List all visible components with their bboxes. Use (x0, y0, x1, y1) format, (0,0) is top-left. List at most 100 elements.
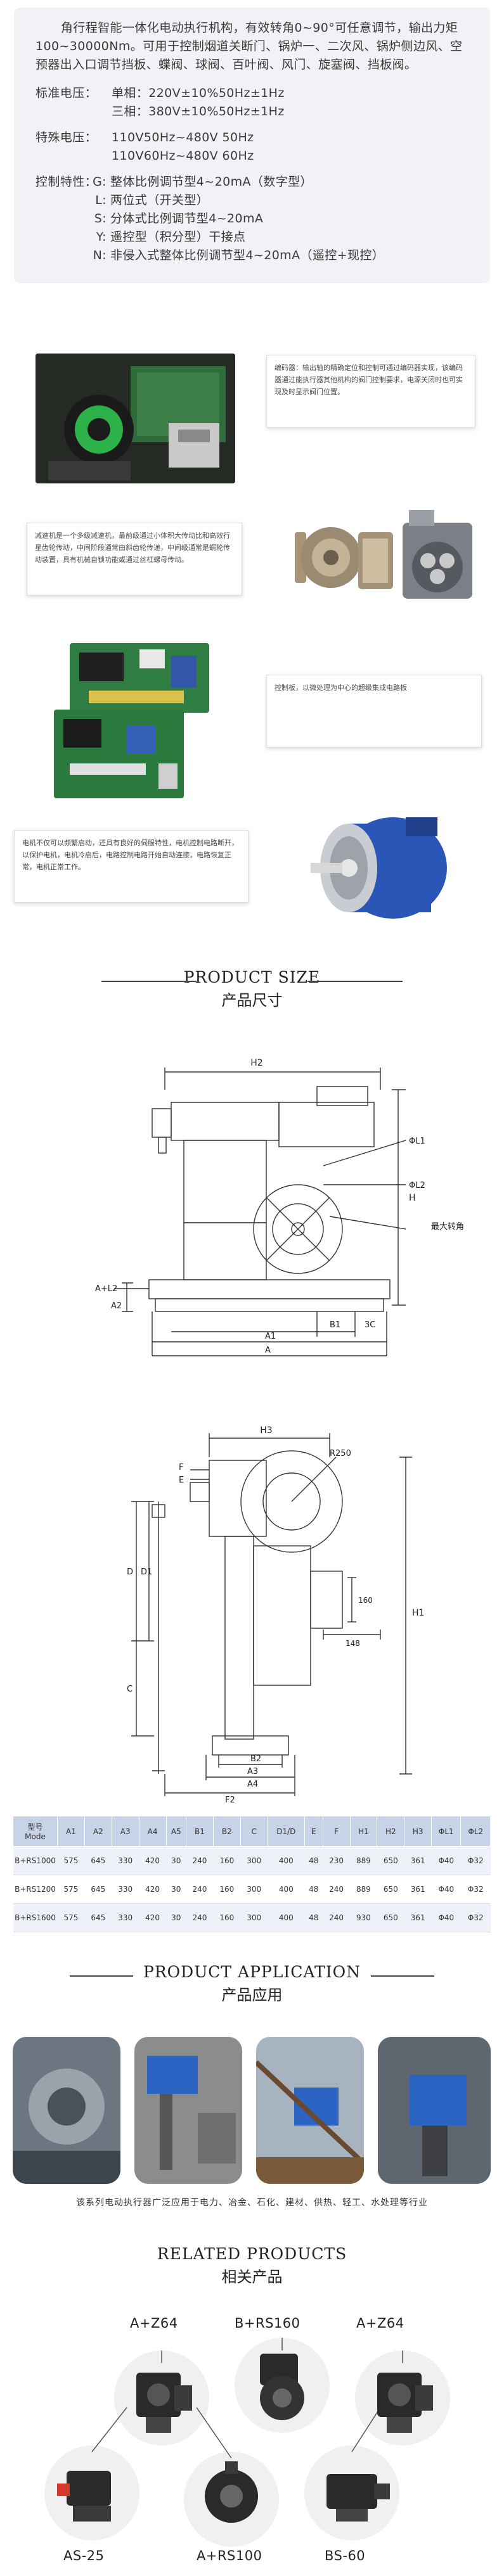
dim-label-a2: A2 (111, 1301, 122, 1311)
dim-label-160: 160 (358, 1596, 373, 1605)
dim-label-b2: B2 (250, 1754, 261, 1764)
table-header: A1 (57, 1816, 85, 1847)
table-cell: 230 (323, 1846, 350, 1875)
table-cell: 160 (213, 1846, 241, 1875)
product-size-title-en: PRODUCT SIZE (183, 968, 321, 986)
table-cell: 48 (304, 1903, 323, 1932)
dimension-drawing-front: H2 H ΦL1 ΦL2 最大转角 A+L2 A2 B1 3C A1 A (0, 1039, 504, 1419)
motor-description: 电机不仅可以频繁启动，还具有良好的伺服特性，电机控制电路断开，以保护电机，电机冷… (14, 830, 249, 903)
table-header: A2 (84, 1816, 112, 1847)
product-image-bs-60[interactable] (317, 2458, 393, 2528)
table-cell: 645 (84, 1903, 112, 1932)
dim-label-f2: F2 (225, 1795, 235, 1805)
table-cell: Φ40 (431, 1903, 461, 1932)
dim-label-h: H (409, 1193, 416, 1203)
dim-label-a1: A1 (265, 1332, 276, 1341)
table-cell: 400 (268, 1846, 305, 1875)
application-caption: 该系列电动执行器广泛应用于电力、冶金、石化、建材、供热、轻工、水处理等行业 (76, 2198, 428, 2208)
related-product-label[interactable]: BS-60 (325, 2548, 366, 2563)
table-header: ΦL2 (460, 1816, 491, 1847)
table-cell: 48 (304, 1846, 323, 1875)
product-size-heading: PRODUCT SIZE 产品尺寸 (0, 968, 504, 1010)
product-image-a-z64-2[interactable] (371, 2360, 434, 2436)
related-product-label[interactable]: A+Z64 (356, 2316, 404, 2331)
dim-label-e: E (179, 1476, 184, 1485)
table-cell: 160 (213, 1875, 241, 1904)
table-cell: 240 (186, 1846, 214, 1875)
spec-control-type: 控制特性： G:整体比例调节型4~20mA（数字型） L:两位式（开关型） S:… (36, 175, 385, 262)
product-image-a-rs100[interactable] (197, 2461, 266, 2531)
table-cell: 30 (166, 1846, 186, 1875)
dim-label-f: F (179, 1463, 183, 1472)
table-cell: 330 (112, 1846, 139, 1875)
table-header: D1/D (267, 1816, 306, 1847)
application-photo-2 (134, 2037, 242, 2184)
spec-standard-voltage: 标准电压： 单相：220V±10%50Hz±1Hz 三相：380V±10%50H… (36, 86, 285, 118)
intro-panel: 角行程智能一体化电动执行机构，有效转角0~90°可任意调节，输出力矩100~30… (14, 8, 490, 283)
product-image-a-z64[interactable] (130, 2360, 193, 2436)
table-cell: 160 (213, 1903, 241, 1932)
dim-label-h2: H2 (250, 1058, 262, 1068)
table-cell-model: B+RS1000 (13, 1846, 58, 1875)
spec-special-voltage: 特殊电压： 110V50Hz~480V 50Hz 110V60Hz~480V 6… (36, 131, 254, 163)
dim-label-max-angle: 最大转角 (431, 1222, 464, 1232)
product-image-as-25[interactable] (54, 2458, 130, 2528)
table-header: B1 (186, 1816, 214, 1847)
related-products-title-cn: 相关产品 (221, 2268, 283, 2286)
table-header-row: 型号 Mode A1 A2 A3 A4 A5 B1 B2 C D1/D E F … (13, 1816, 491, 1847)
table-cell: 889 (350, 1846, 377, 1875)
related-product-label[interactable]: A+Z64 (130, 2316, 178, 2331)
reducer-description: 减速机是一个多级减速机，最前级通过小体积大传动比和高效行星齿轮传动，中间阶段通常… (27, 523, 242, 596)
product-size-title-cn: 产品尺寸 (221, 992, 283, 1009)
table-cell: Φ40 (431, 1846, 461, 1875)
table-cell: 645 (84, 1875, 112, 1904)
table-cell: 400 (268, 1875, 305, 1904)
spec-list: 标准电压： 单相：220V±10%50Hz±1Hz 三相：380V±10%50H… (36, 84, 467, 265)
table-cell: 30 (166, 1875, 186, 1904)
related-product-label[interactable]: B+RS160 (235, 2316, 300, 2331)
table-cell: 300 (240, 1903, 268, 1932)
dim-label-d1: D1 (141, 1567, 152, 1577)
application-photo-1 (13, 2037, 120, 2184)
dim-label-r250: R250 (330, 1449, 351, 1458)
product-application-title-en: PRODUCT APPLICATION (143, 1963, 361, 1981)
dim-label-b1: B1 (330, 1320, 340, 1330)
table-cell: 240 (323, 1875, 350, 1904)
dimension-table: 型号 Mode A1 A2 A3 A4 A5 B1 B2 C D1/D E F … (13, 1816, 491, 1932)
table-header: C (240, 1816, 268, 1847)
table-cell: 930 (350, 1903, 377, 1932)
dim-label-148: 148 (346, 1639, 360, 1648)
product-image-b-rs160[interactable] (250, 2347, 314, 2423)
table-cell: 420 (139, 1875, 166, 1904)
table-cell: 240 (186, 1875, 214, 1904)
dim-label-a-l2: A+L2 (95, 1284, 117, 1294)
table-header: H1 (349, 1816, 378, 1847)
dim-label-a: A (265, 1346, 271, 1355)
table-header: E (304, 1816, 323, 1847)
dim-label-a3: A3 (247, 1767, 258, 1776)
encoder-description: 编码器：输出轴的精确定位和控制可通过编码器实现，该编码器通过能执行器其他机构的阀… (266, 355, 475, 428)
table-cell: 575 (57, 1846, 85, 1875)
table-cell: 420 (139, 1846, 166, 1875)
dim-label-l1: ΦL1 (409, 1137, 425, 1146)
table-cell: 575 (57, 1875, 85, 1904)
table-cell: 400 (268, 1903, 305, 1932)
dim-label-l2: ΦL2 (409, 1181, 425, 1190)
application-photo-4 (378, 2037, 491, 2184)
table-header: H2 (377, 1816, 405, 1847)
dim-label-h3: H3 (260, 1425, 272, 1436)
table-cell: 30 (166, 1903, 186, 1932)
table-cell: 650 (377, 1903, 404, 1932)
encoder-photo (36, 354, 235, 483)
table-cell: 300 (240, 1875, 268, 1904)
control-board-description: 控制板，以微处理为中心的超级集成电路板 (266, 675, 482, 748)
application-photo-3 (256, 2037, 364, 2184)
table-cell: 330 (112, 1903, 139, 1932)
table-cell: Φ32 (460, 1846, 491, 1875)
related-product-label[interactable]: A+RS100 (197, 2548, 262, 2563)
related-product-label[interactable]: AS-25 (63, 2548, 105, 2563)
table-cell: 650 (377, 1875, 404, 1904)
table-cell: 575 (57, 1903, 85, 1932)
table-cell: 240 (323, 1903, 350, 1932)
